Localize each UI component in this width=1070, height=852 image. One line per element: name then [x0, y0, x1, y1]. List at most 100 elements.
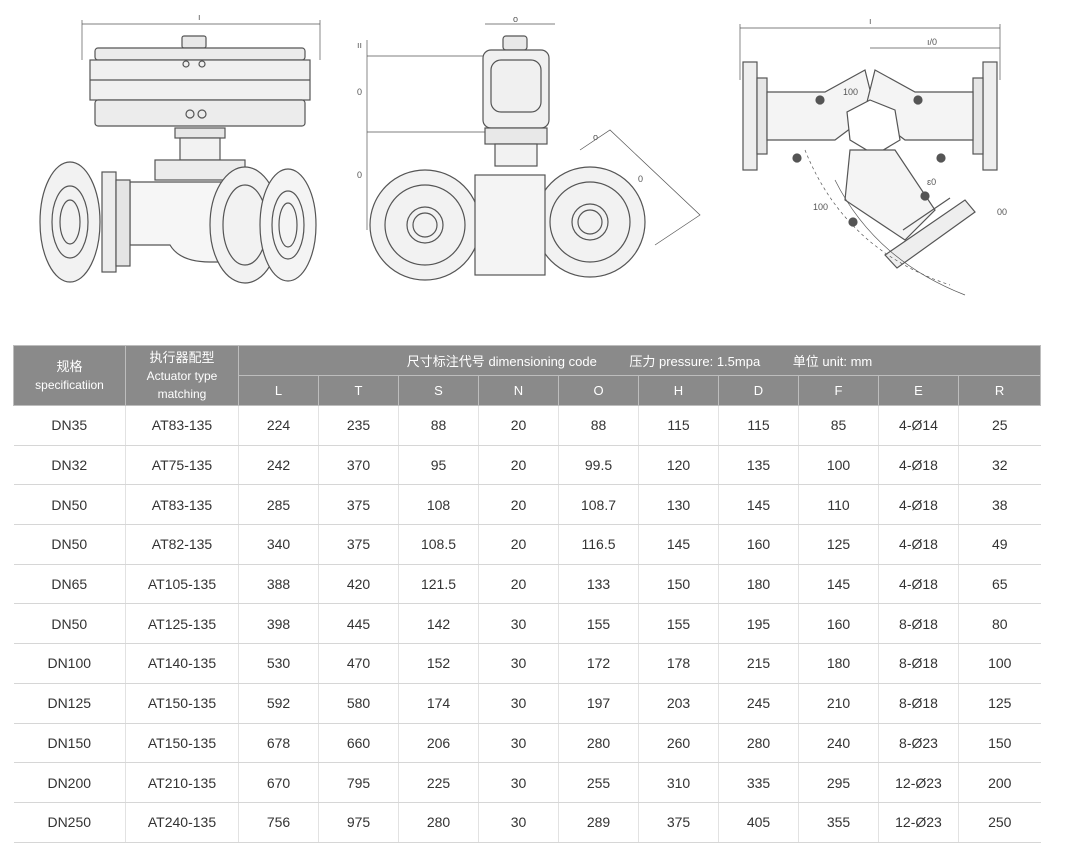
- table-cell: 12-Ø23: [878, 802, 959, 843]
- table-cell: DN65: [13, 564, 126, 605]
- header-unit-cn: 单位: [792, 354, 819, 369]
- table-cell: 530: [238, 643, 319, 684]
- table-cell: DN200: [13, 762, 126, 803]
- header-specification: 规格 specificatiion: [13, 345, 126, 406]
- table-cell: 678: [238, 723, 319, 764]
- table-cell: DN50: [13, 484, 126, 526]
- header-spec-cn: 规格: [56, 358, 83, 374]
- column-header-F: F: [798, 375, 879, 406]
- table-cell: 195: [718, 603, 799, 645]
- table-cell: DN250: [13, 802, 126, 843]
- header-actuator-cn: 执行器配型: [149, 349, 215, 365]
- side-view-dim-left-3: 0: [357, 170, 362, 180]
- table-cell: 180: [798, 643, 879, 684]
- table-cell: 445: [318, 603, 399, 645]
- section-view-dim-r1: 100: [843, 87, 858, 97]
- table-cell: 250: [958, 802, 1041, 843]
- table-cell: AT105-135: [125, 564, 239, 605]
- table-cell: 4-Ø18: [878, 445, 959, 486]
- column-header-L: L: [238, 375, 319, 406]
- table-cell: 20: [478, 484, 559, 526]
- column-header-T: T: [318, 375, 399, 406]
- column-header-S: S: [398, 375, 479, 406]
- header-dimension-info: 尺寸标注代号 dimensioning code 压力 pressure: 1.…: [237, 345, 1042, 376]
- table-cell: 280: [398, 802, 479, 843]
- header-pressure-value: 1.5mpa: [716, 354, 761, 369]
- section-view-drawing: ı ı/0 100 100 ɛ0 00: [739, 16, 1007, 296]
- table-cell: 20: [478, 524, 559, 565]
- table-cell: 255: [558, 762, 639, 803]
- table-cell: 180: [718, 564, 799, 605]
- table-cell: AT83-135: [125, 405, 239, 446]
- column-header-O: O: [558, 375, 639, 406]
- table-cell: 4-Ø18: [878, 524, 959, 565]
- dimension-table: 规格 specificatiion 执行器配型 Actuator type ma…: [13, 345, 1042, 843]
- table-cell: 30: [478, 683, 559, 724]
- table-cell: 20: [478, 405, 559, 446]
- table-cell: 108.5: [398, 524, 479, 565]
- table-cell: 215: [718, 643, 799, 684]
- table-cell: AT210-135: [125, 762, 239, 803]
- table-cell: 8-Ø18: [878, 603, 959, 645]
- table-cell: 8-Ø18: [878, 643, 959, 684]
- table-cell: 133: [558, 564, 639, 605]
- table-cell: AT240-135: [125, 802, 239, 843]
- table-cell: 340: [238, 524, 319, 565]
- header-unit-en: unit:: [822, 354, 847, 369]
- table-cell: 108.7: [558, 484, 639, 526]
- side-view-dim-top: o: [513, 14, 518, 24]
- table-cell: AT140-135: [125, 643, 239, 684]
- table-cell: 160: [798, 603, 879, 645]
- table-cell: 670: [238, 762, 319, 803]
- section-view-dim-top: ı: [869, 16, 872, 26]
- table-cell: 203: [638, 683, 719, 724]
- table-cell: 660: [318, 723, 399, 764]
- side-view-dim-left-1: ıı: [357, 40, 362, 50]
- table-cell: 210: [798, 683, 879, 724]
- table-cell: 152: [398, 643, 479, 684]
- table-cell: 4-Ø18: [878, 484, 959, 526]
- table-cell: 8-Ø23: [878, 723, 959, 764]
- section-view-dim-r2: 100: [813, 202, 828, 212]
- table-cell: 30: [478, 762, 559, 803]
- side-view-drawing: o ıı 0 0 o 0: [357, 14, 701, 281]
- table-cell: DN35: [13, 405, 126, 446]
- table-cell: 375: [318, 524, 399, 565]
- table-cell: DN50: [13, 524, 126, 565]
- table-cell: AT150-135: [125, 723, 239, 764]
- table-cell: 375: [318, 484, 399, 526]
- table-cell: 4-Ø14: [878, 405, 959, 446]
- table-cell: DN100: [13, 643, 126, 684]
- table-cell: 110: [798, 484, 879, 526]
- table-cell: 100: [798, 445, 879, 486]
- table-cell: 150: [638, 564, 719, 605]
- table-cell: 174: [398, 683, 479, 724]
- table-cell: 289: [558, 802, 639, 843]
- table-cell: 12-Ø23: [878, 762, 959, 803]
- table-cell: 100: [958, 643, 1041, 684]
- header-actuator-en-2: matching: [157, 386, 207, 401]
- header-pressure-cn: 压力: [629, 354, 656, 369]
- front-view-dim-label: ı: [198, 12, 201, 22]
- table-cell: 295: [798, 762, 879, 803]
- table-cell: 30: [478, 723, 559, 764]
- table-cell: DN150: [13, 723, 126, 764]
- table-cell: 235: [318, 405, 399, 446]
- table-header: 规格 specificatiion 执行器配型 Actuator type ma…: [13, 345, 1042, 406]
- table-cell: 25: [958, 405, 1041, 446]
- table-cell: 20: [478, 564, 559, 605]
- table-cell: 85: [798, 405, 879, 446]
- table-cell: DN32: [13, 445, 126, 486]
- table-cell: 145: [718, 484, 799, 526]
- table-cell: 335: [718, 762, 799, 803]
- front-view-drawing: ı: [39, 12, 321, 284]
- table-cell: 115: [718, 405, 799, 446]
- section-view-dim-top-2: ı/0: [927, 37, 937, 47]
- technical-drawings: ı o ıı 0 0: [0, 0, 1070, 330]
